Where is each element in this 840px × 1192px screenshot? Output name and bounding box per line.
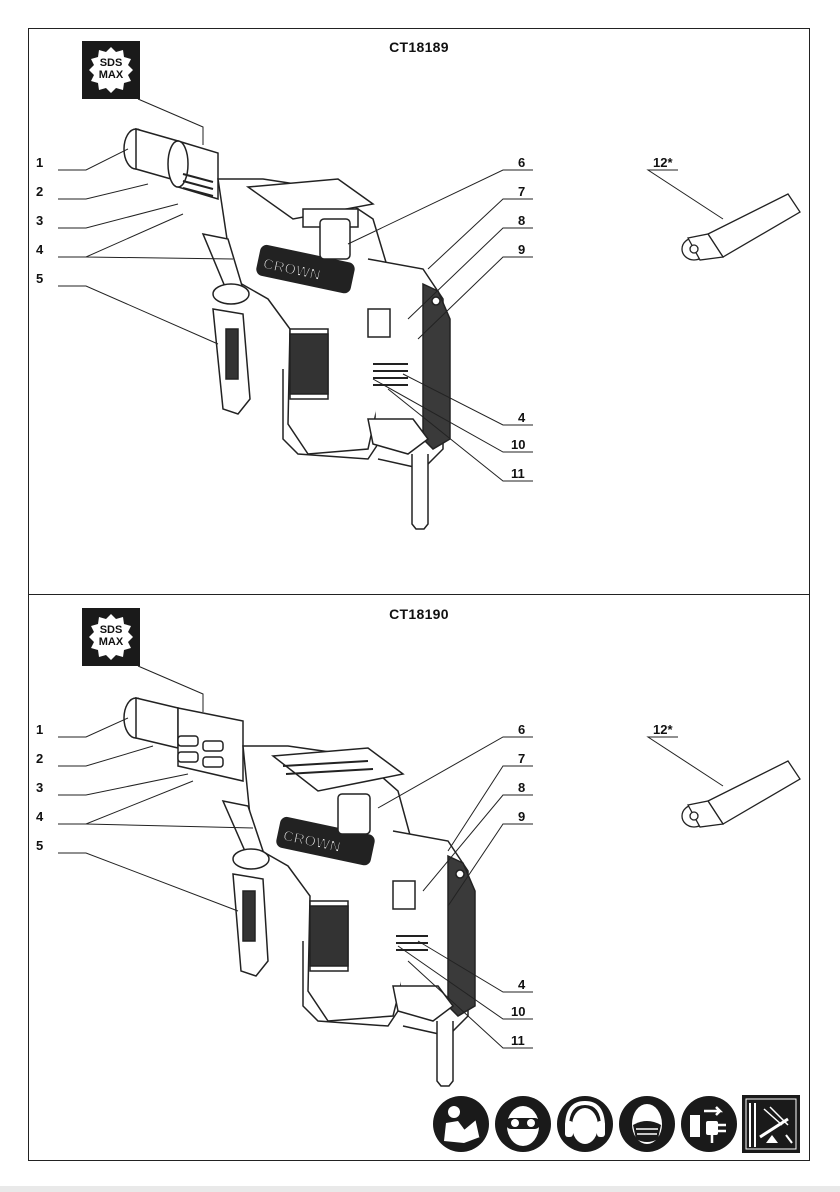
chuck (124, 698, 243, 781)
power-cable (412, 454, 428, 529)
callout-6: 6 (518, 156, 525, 169)
callout-8: 8 (518, 214, 525, 227)
callout-4-right: 4 (518, 978, 525, 991)
callout-9: 9 (518, 243, 525, 256)
callout-2: 2 (36, 752, 43, 765)
callout-5: 5 (36, 839, 43, 852)
ear-protection-icon (556, 1095, 614, 1153)
callout-4: 4 (36, 810, 43, 823)
eye-protection-icon (494, 1095, 552, 1153)
callout-8: 8 (518, 781, 525, 794)
read-manual-icon (432, 1095, 490, 1153)
callout-3: 3 (36, 781, 43, 794)
tool-body: CROWN (243, 746, 413, 1026)
callout-12: 12* (653, 156, 673, 169)
unplug-before-service-icon (680, 1095, 738, 1153)
callout-12: 12* (653, 723, 673, 736)
callout-11: 11 (511, 467, 525, 480)
callout-2: 2 (36, 185, 43, 198)
callout-10: 10 (511, 438, 525, 451)
callout-4: 4 (36, 243, 43, 256)
panel-ct18189: CT18189 SDS MAX CROWN (28, 29, 810, 595)
hammer-drawing: CROWN (28, 29, 810, 595)
chuck (124, 129, 218, 199)
check-hidden-wiring-icon (742, 1095, 800, 1153)
dust-mask-icon (618, 1095, 676, 1153)
callout-3: 3 (36, 214, 43, 227)
callout-7: 7 (518, 185, 525, 198)
callout-4-right: 4 (518, 411, 525, 424)
callout-9: 9 (518, 810, 525, 823)
callout-1: 1 (36, 156, 43, 169)
callout-5: 5 (36, 272, 43, 285)
callout-1: 1 (36, 723, 43, 736)
callout-7: 7 (518, 752, 525, 765)
power-cable (437, 1021, 453, 1086)
panel-ct18190: CT18190 SDS MAX CROWN (28, 596, 810, 1162)
callout-10: 10 (511, 1005, 525, 1018)
hammer-drawing: CROWN (28, 596, 810, 1162)
scan-edge (0, 1186, 840, 1192)
callout-11: 11 (511, 1034, 525, 1047)
rear-handle (393, 831, 475, 1036)
callout-6: 6 (518, 723, 525, 736)
